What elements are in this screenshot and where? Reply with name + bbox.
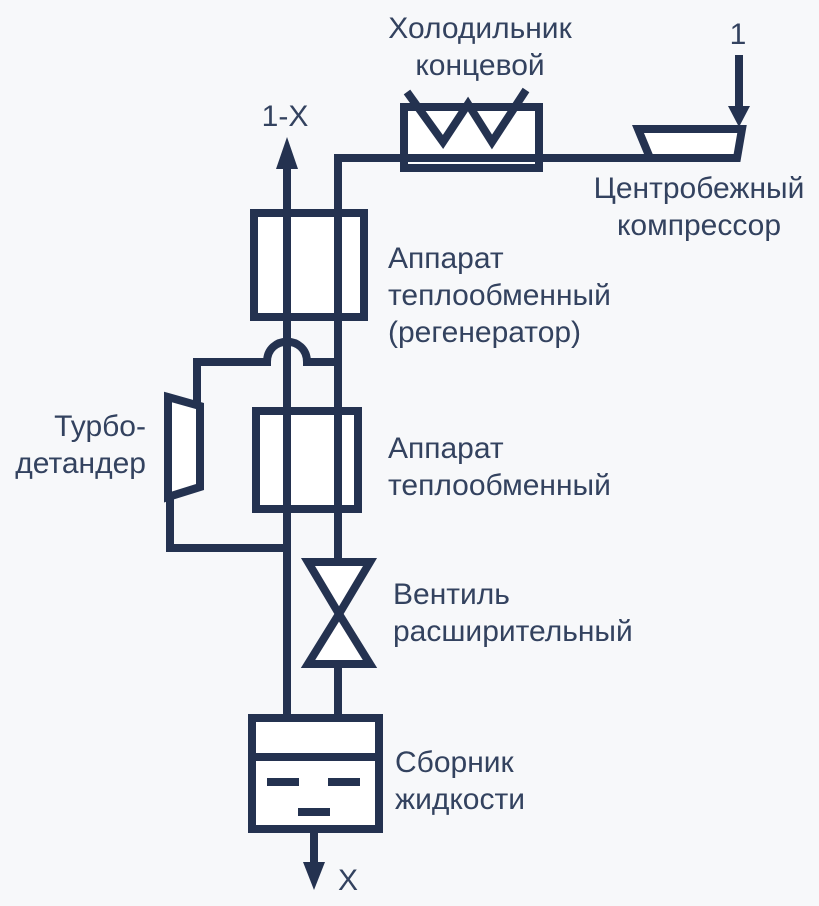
turboexpander-label: Турбо- детандер [0, 408, 146, 482]
compressor-label-line2: компрессор [616, 209, 782, 242]
liquid-collector-label-line2: жидкости [395, 783, 525, 816]
regenerator-label-line3: (регенератор) [388, 316, 582, 349]
expansion-valve-label: Вентиль расширительный [393, 576, 633, 650]
regenerator-label-line2: теплообменный [388, 279, 611, 312]
heat-exchanger-symbol [252, 407, 362, 513]
liquid-collector-label: Сборник жидкости [395, 744, 525, 818]
cooler-coil-zigzag-icon [403, 87, 530, 150]
turboexpander-label-line2: детандер [15, 447, 146, 480]
turboexpander-symbol [164, 391, 204, 503]
end-cooler-label-line1: Холодильник [388, 12, 572, 45]
expansion-valve-label-line1: Вентиль [393, 578, 510, 611]
inlet-stream-number: 1 [729, 18, 747, 51]
heat-exchanger-label-line1: Аппарат [388, 432, 504, 465]
regenerator-label-line1: Аппарат [388, 242, 504, 275]
compressor-label-line1: Центробежный [593, 172, 805, 205]
inlet-stream-label: 1 [722, 16, 754, 53]
expansion-valve-top-triangle [300, 558, 378, 622]
compressor-to-regenerator-pipe [334, 154, 653, 558]
liquid-collector-label-line1: Сборник [395, 746, 514, 779]
heat-exchanger-label-line2: теплообменный [388, 469, 611, 502]
regenerator-heat-exchanger-symbol [250, 209, 368, 321]
expansion-valve-label-line2: расширительный [393, 615, 633, 648]
end-cooler-label-line2: концевой [415, 49, 545, 82]
expander-outlet-pipe [166, 494, 291, 552]
inlet-stream-arrowhead-icon [728, 106, 750, 127]
regenerator-label: Аппарат теплообменный (регенератор) [388, 240, 611, 351]
compressor-label: Центробежный компрессор [569, 170, 819, 244]
heat-exchanger-label: Аппарат теплообменный [388, 430, 611, 504]
gas-return-arrowhead-icon [276, 137, 298, 169]
gas-return-stream-label: 1-X [253, 98, 317, 135]
liquid-product-stream-value: X [337, 864, 358, 897]
end-cooler-label: Холодильник концевой [350, 10, 610, 84]
liquid-outlet-arrowhead-icon [303, 862, 325, 890]
turboexpander-label-line1: Турбо- [54, 410, 146, 443]
expander-inlet-pipe-with-crossover [193, 337, 338, 407]
liquid-product-stream-label: X [330, 862, 366, 899]
gas-return-stream-value: 1-X [261, 100, 309, 133]
expansion-valve-bottom-triangle [300, 606, 378, 668]
centrifugal-compressor-symbol [632, 125, 747, 162]
